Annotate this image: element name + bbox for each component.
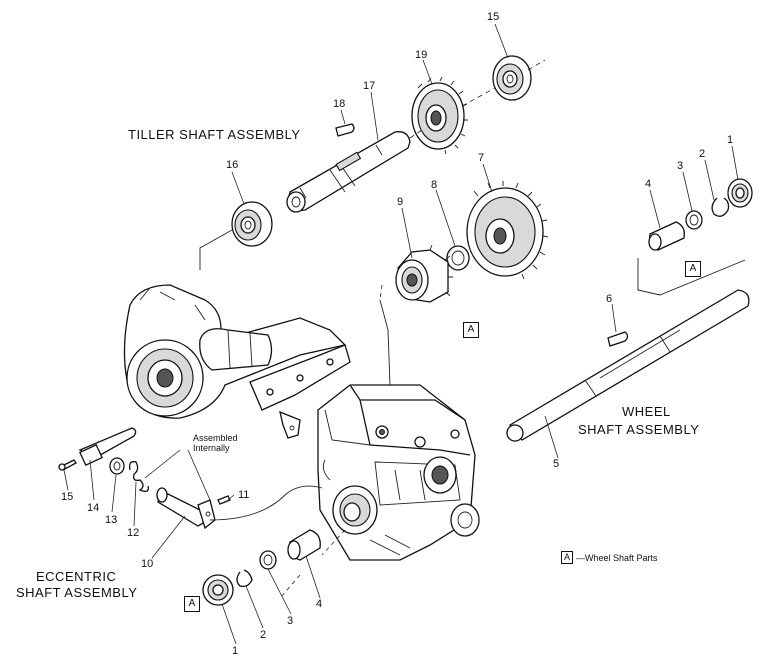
tiller-shaft-assembly-title: TILLER SHAFT ASSEMBLY xyxy=(128,127,301,142)
wheel-shaft-title-line1: WHEEL xyxy=(622,404,671,419)
eccentric-bolt xyxy=(58,459,77,471)
assembled-internally-note-line2: Internally xyxy=(193,443,230,453)
part-number-7: 7 xyxy=(478,152,485,164)
part-number-17: 17 xyxy=(363,80,376,92)
eccentric-shaft-title-line1: ECCENTRIC xyxy=(36,569,117,584)
eccentric-pin xyxy=(217,495,231,505)
callout-a-right: A xyxy=(685,261,701,277)
snap-ring-bottom xyxy=(236,569,253,588)
eccentric-shaft xyxy=(156,487,216,530)
mounting-bracket xyxy=(249,344,351,439)
part-number-1-right: 1 xyxy=(727,134,734,146)
part-number-6: 6 xyxy=(606,293,613,305)
part-number-2-bottom: 2 xyxy=(260,629,267,641)
part-number-2-right: 2 xyxy=(699,148,706,160)
tiller-shaft-key xyxy=(335,123,355,137)
eccentric-washer xyxy=(109,457,125,475)
legend-a-box: A xyxy=(561,551,573,564)
sprocket-hub xyxy=(395,244,453,303)
assembled-internally-note-line1: Assembled xyxy=(193,433,238,443)
part-number-3-bottom: 3 xyxy=(287,615,294,627)
wheel-shaft-key xyxy=(607,331,629,347)
part-number-5: 5 xyxy=(553,458,560,470)
wheel-shaft-title-line2: SHAFT ASSEMBLY xyxy=(578,422,700,437)
part-number-9: 9 xyxy=(397,196,404,208)
part-number-3-right: 3 xyxy=(677,160,684,172)
callout-a-bottom: A xyxy=(184,596,200,612)
part-number-15-left: 15 xyxy=(61,491,74,503)
tiller-shaft xyxy=(286,131,411,213)
part-number-15-top: 15 xyxy=(487,11,500,23)
washer-right xyxy=(685,210,703,230)
part-number-19: 19 xyxy=(415,49,428,61)
bushing-right xyxy=(648,221,685,251)
tiller-gear xyxy=(411,76,468,155)
transmission-case xyxy=(279,384,480,599)
part-number-4-right: 4 xyxy=(645,178,652,190)
bushing-bottom xyxy=(287,529,321,561)
snap-ring-right xyxy=(711,197,730,217)
callout-a-center: A xyxy=(463,322,479,338)
bearing-right xyxy=(727,178,753,208)
part-number-11: 11 xyxy=(238,489,250,501)
part-number-16: 16 xyxy=(226,159,239,171)
tiller-bearing-top xyxy=(492,55,532,101)
eccentric-spring xyxy=(128,461,149,492)
tiller-bearing-left xyxy=(231,201,273,247)
tine-shaft-housing xyxy=(123,284,347,419)
eccentric-shaft-title-line2: SHAFT ASSEMBLY xyxy=(16,585,138,600)
part-number-12: 12 xyxy=(127,527,140,539)
part-number-14: 14 xyxy=(87,502,100,514)
leader-lines xyxy=(63,23,739,645)
part-number-4-bottom: 4 xyxy=(316,598,323,610)
legend-text: —Wheel Shaft Parts xyxy=(576,553,658,563)
part-number-10: 10 xyxy=(141,558,154,570)
part-number-18: 18 xyxy=(333,98,346,110)
part-number-8: 8 xyxy=(431,179,438,191)
large-gear xyxy=(466,181,549,280)
part-number-1-bottom: 1 xyxy=(232,645,239,657)
spacer-washer xyxy=(446,245,470,271)
bearing-bottom xyxy=(202,574,234,606)
washer-bottom xyxy=(259,550,277,570)
part-number-13: 13 xyxy=(105,514,118,526)
wheel-shaft xyxy=(506,289,750,442)
eccentric-lever xyxy=(78,427,137,467)
